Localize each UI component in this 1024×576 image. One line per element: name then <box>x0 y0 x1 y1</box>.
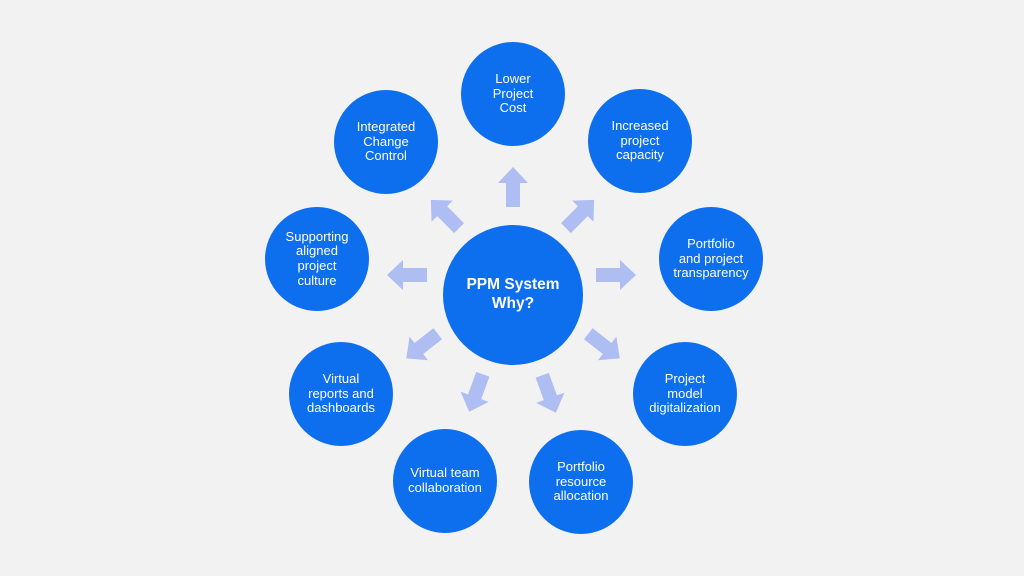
node-label: Virtual reports and dashboards <box>307 371 375 416</box>
arrow-up-icon <box>498 167 528 207</box>
arrow-down-steep-left-icon <box>455 369 497 417</box>
node-portfolio-resource-allocation: Portfolio resource allocation <box>529 430 633 534</box>
node-label: Portfolio resource allocation <box>553 459 609 504</box>
node-project-model-digitalization: Project model digitalization <box>633 342 737 446</box>
center-node-label: PPM System Why? <box>466 276 560 312</box>
node-virtual-reports-and-dashboards: Virtual reports and dashboards <box>289 342 393 446</box>
node-label: Increased project capacity <box>611 118 669 163</box>
node-label: Project model digitalization <box>649 371 721 416</box>
node-increased-project-capacity: Increased project capacity <box>588 89 692 193</box>
arrow-right-icon <box>596 260 636 290</box>
node-integrated-change-control: Integrated Change Control <box>334 90 438 194</box>
node-virtual-team-collaboration: Virtual team collaboration <box>393 429 497 533</box>
node-ppm-system-why: PPM System Why? <box>443 225 583 365</box>
node-label: Portfolio and project transparency <box>673 236 749 281</box>
node-label: Lower Project Cost <box>492 71 534 116</box>
node-label: Supporting aligned project culture <box>285 228 349 288</box>
node-supporting-aligned-project-culture: Supporting aligned project culture <box>265 207 369 311</box>
node-label: Integrated Change Control <box>356 119 416 164</box>
arrow-down-left-icon <box>397 322 447 370</box>
arrow-up-right-icon <box>555 189 604 238</box>
node-label: Virtual team collaboration <box>408 465 482 495</box>
node-lower-project-cost: Lower Project Cost <box>461 42 565 146</box>
arrow-left-icon <box>387 260 427 290</box>
node-portfolio-and-project-transparency: Portfolio and project transparency <box>659 207 763 311</box>
arrow-up-left-icon <box>420 189 469 238</box>
arrow-down-right-icon <box>579 322 629 370</box>
arrow-down-steep-right-icon <box>528 370 570 418</box>
